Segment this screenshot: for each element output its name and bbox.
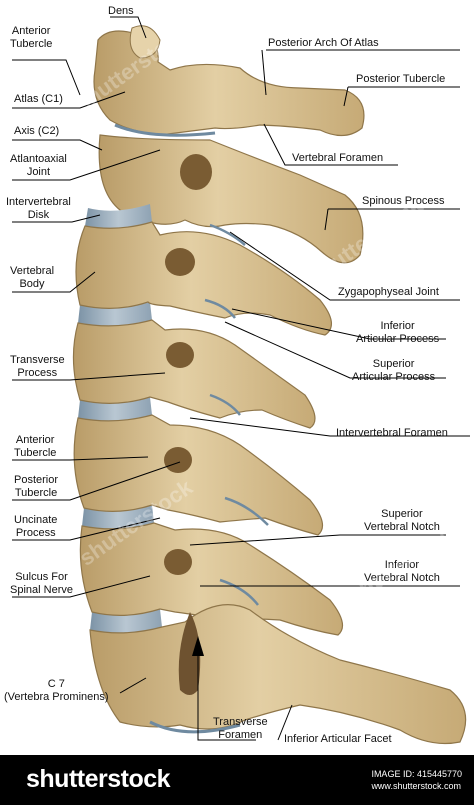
label-zygapophyseal-joint: Zygapophyseal Joint	[338, 286, 439, 298]
vertebra-c4	[72, 319, 316, 429]
c3-shape	[75, 221, 332, 336]
leader-zygapophyseal-joint	[229, 231, 460, 301]
c6-transverse-foramen	[164, 549, 192, 575]
label-inferior-articular-facet: Inferior Articular Facet	[284, 733, 392, 745]
leader-transverse-foramen	[197, 650, 256, 741]
leader-axis	[12, 139, 103, 151]
c5-transverse-foramen	[164, 447, 192, 473]
leader-spinous-process	[324, 208, 329, 231]
label-transverse-foramen: Transverse Foramen	[213, 716, 268, 741]
vertebra-c7	[89, 604, 467, 745]
site-url: www.shutterstock.com	[371, 781, 461, 791]
leader-inferior-articular-process	[231, 308, 446, 340]
label-atlantoaxial-joint: Atlantoaxial Joint	[10, 153, 67, 178]
label-intervertebral-foramen: Intervertebral Foramen	[336, 427, 448, 439]
axis-foramen	[180, 154, 212, 190]
axis-c2	[98, 134, 364, 264]
leader-intervertebral-disk	[12, 214, 101, 223]
leader-c7	[119, 677, 147, 694]
label-axis-c2: Axis (C2)	[14, 125, 60, 137]
leader-intervertebral-foramen	[189, 417, 470, 437]
footer-bar: shutterstock IMAGE ID: 415445770 www.shu…	[0, 755, 474, 805]
leader-anterior-tubercle-2	[12, 456, 149, 461]
label-superior-vertebral-notch: Superior Vertebral Notch	[364, 508, 440, 533]
leader-posterior-arch-atlas	[261, 49, 267, 96]
shutterstock-logo: shutterstock	[26, 765, 171, 793]
image-id: IMAGE ID: 415445770	[371, 769, 462, 779]
leader-anterior-tubercle-1	[12, 59, 81, 96]
label-anterior-tubercle-lower: Anterior Tubercle	[14, 434, 57, 459]
leader-atlas	[12, 91, 126, 109]
leader-vertebral-body	[12, 271, 96, 293]
dens-shape	[129, 25, 161, 59]
vertebra-c3	[75, 221, 332, 336]
label-dens: Dens	[108, 5, 134, 17]
leader-vertebral-foramen	[263, 123, 398, 166]
image-id-block: IMAGE ID: 415445770 www.shutterstock.com	[371, 768, 462, 792]
leader-atlantoaxial-joint	[12, 149, 161, 181]
leader-transverse-process	[12, 372, 166, 381]
label-atlas-c1: Atlas (C1)	[14, 93, 63, 105]
c4-shape	[72, 319, 316, 429]
leader-uncinate-process	[12, 517, 161, 541]
label-vertebral-body: Vertebral Body	[10, 265, 55, 290]
leader-lines	[12, 16, 470, 741]
label-c7-vertebra-prominens: C 7 (Vertebra Prominens)	[4, 678, 109, 703]
label-superior-articular-process: Superior Articular Process	[352, 358, 436, 383]
vertebra-c5	[73, 414, 324, 536]
label-sulcus-spinal-nerve: Sulcus For Spinal Nerve	[10, 571, 73, 596]
transverse-foramen-arrow	[192, 636, 204, 656]
label-posterior-arch-atlas: Posterior Arch Of Atlas	[268, 37, 379, 49]
leader-superior-articular-process	[224, 321, 446, 379]
c5-shape	[73, 414, 324, 536]
leader-inferior-articular-facet	[277, 704, 293, 741]
c4-transverse-foramen	[166, 342, 194, 368]
label-inferior-vertebral-notch: Inferior Vertebral Notch	[364, 559, 440, 584]
atlas-c1	[93, 25, 365, 137]
label-spinous-process: Spinous Process	[362, 195, 445, 207]
c7-inferior-facet	[149, 720, 241, 734]
c7-transverse-foramen	[178, 612, 201, 695]
leader-posterior-tubercle-1	[343, 86, 349, 107]
label-posterior-tubercle-lower: Posterior Tubercle	[14, 474, 59, 499]
leader-posterior-tubercle-2	[12, 461, 181, 501]
label-uncinate-process: Uncinate Process	[14, 514, 58, 539]
leader-dens	[110, 16, 147, 39]
c6-shape	[79, 522, 344, 636]
disk-c2c3	[85, 204, 152, 229]
leader-superior-vertebral-notch	[189, 534, 446, 546]
vertebra-c6	[79, 522, 344, 636]
label-posterior-tubercle-top: Posterior Tubercle	[356, 73, 446, 85]
label-inferior-articular-process: Inferior Articular Process	[356, 320, 440, 345]
atlantoaxial-joint-line	[114, 123, 216, 137]
label-anterior-tubercle-top: Anterior Tubercle	[10, 25, 53, 50]
c3-transverse-foramen	[165, 248, 195, 276]
leader-sulcus-spinal-nerve	[12, 575, 151, 598]
facet-joints	[204, 223, 269, 606]
label-transverse-process: Transverse Process	[10, 354, 65, 379]
label-intervertebral-disk: Intervertebral Disk	[6, 196, 71, 221]
label-vertebral-foramen: Vertebral Foramen	[292, 152, 384, 164]
cervical-spine-illustration	[12, 16, 470, 745]
spine-diagram: Dens Anterior Tubercle Atlas (C1) Axis (…	[4, 5, 470, 745]
